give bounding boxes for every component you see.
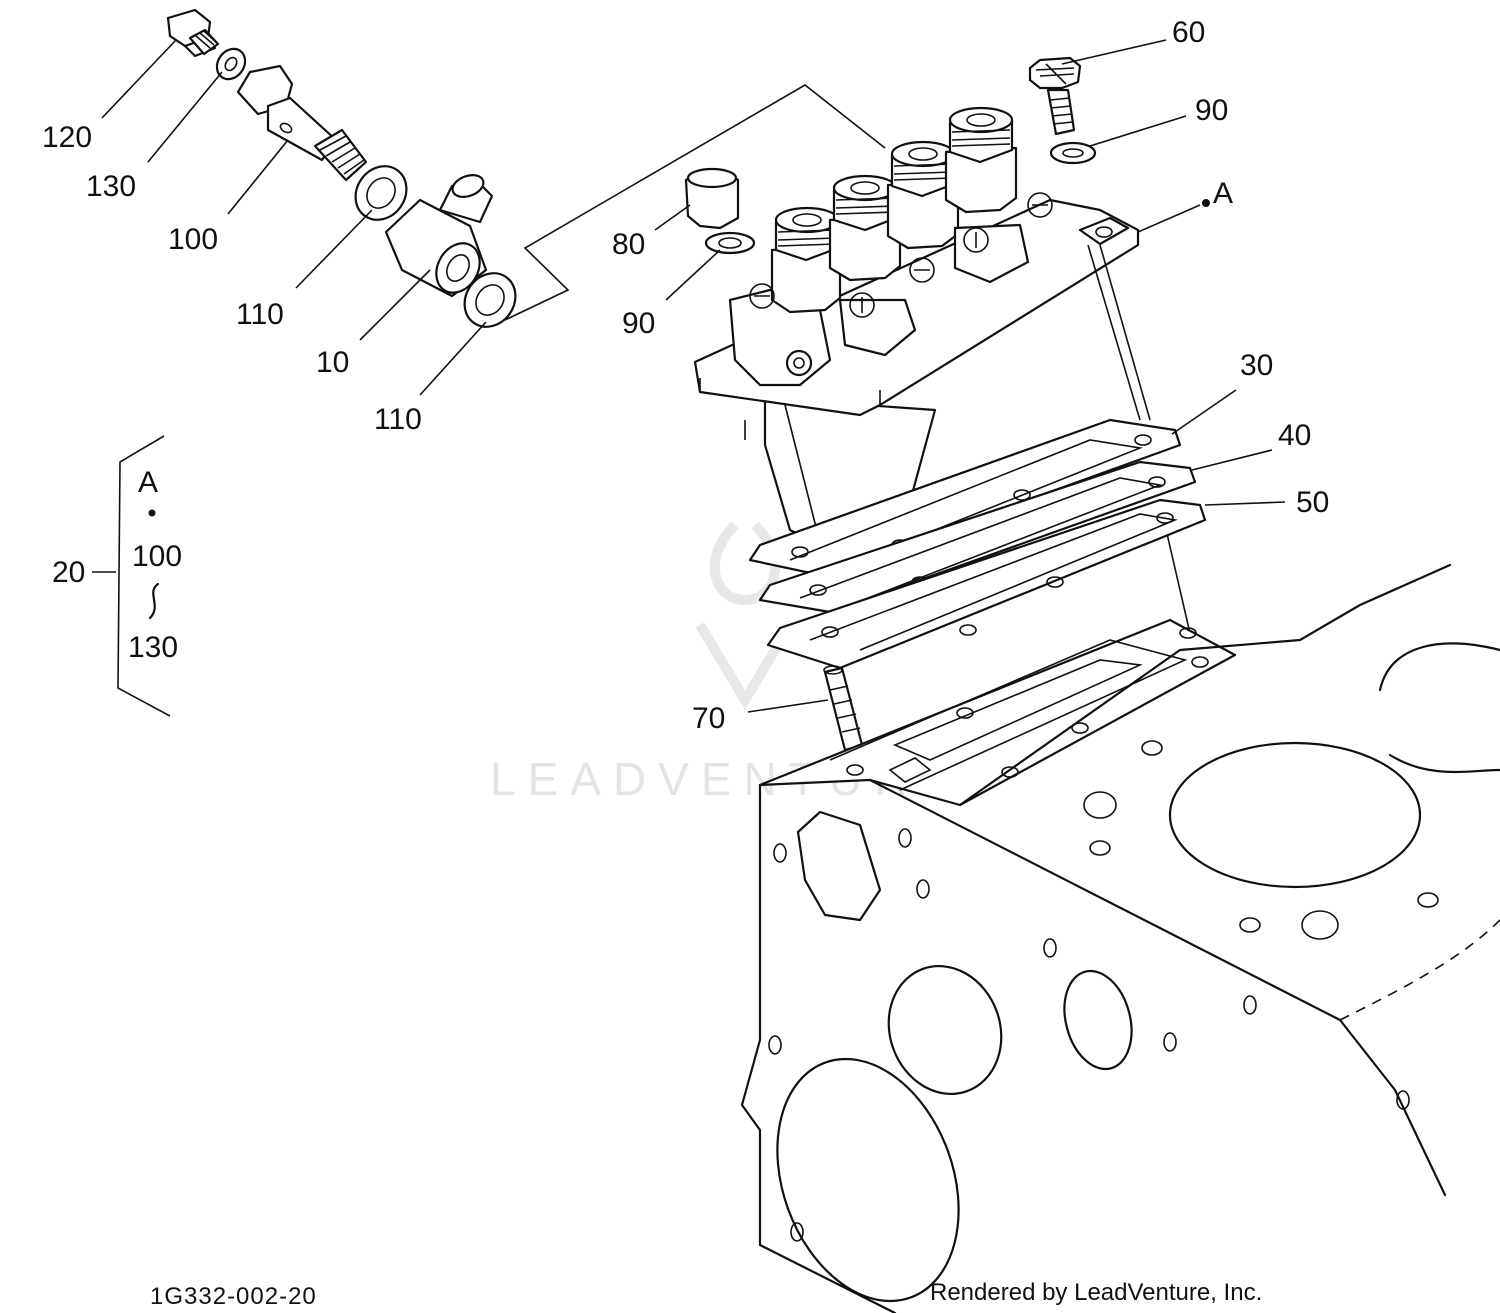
callout-120: 120 <box>42 121 92 154</box>
callout-a: A <box>1213 177 1233 210</box>
callout-90-right: 90 <box>1195 94 1228 127</box>
part-washer-110-upper <box>354 165 408 221</box>
part-shim-50 <box>766 498 1207 670</box>
part-washer-110-lower <box>463 272 517 328</box>
callout-110-lower: 110 <box>374 403 422 436</box>
callout-40: 40 <box>1278 419 1311 452</box>
part-bolt-120 <box>166 8 220 58</box>
callout-80: 80 <box>612 228 645 261</box>
assembly-range-tilde <box>148 582 160 620</box>
part-banjo-fitting-10 <box>384 174 494 298</box>
part-eye-bolt-100 <box>236 64 368 182</box>
callout-130: 130 <box>86 170 136 203</box>
callout-60: 60 <box>1172 16 1205 49</box>
assembly-label-20: 20 <box>52 556 85 589</box>
part-engine-block <box>740 563 1500 1313</box>
assembly-dot <box>148 509 156 517</box>
delivery-valve-holder-1 <box>770 206 842 314</box>
delivery-valve-holder-2 <box>828 174 902 282</box>
guide-line-right <box>1087 244 1151 421</box>
bracket-line-left <box>504 84 886 321</box>
part-screw-60 <box>1028 56 1082 136</box>
part-washer-130 <box>215 47 247 81</box>
rendered-by-credit: Rendered by LeadVenture, Inc. <box>930 1279 1262 1306</box>
assembly-range-end: 130 <box>128 631 178 664</box>
part-washer-90-right <box>1049 141 1097 165</box>
callout-50: 50 <box>1296 486 1329 519</box>
assembly-range-a: A <box>138 466 158 499</box>
callout-70: 70 <box>692 702 725 735</box>
assembly-range-start: 100 <box>132 540 182 573</box>
callout-10: 10 <box>316 346 349 379</box>
callout-90-left: 90 <box>622 307 655 340</box>
callout-30: 30 <box>1240 349 1273 382</box>
leader-lines <box>101 39 1286 713</box>
part-stud-70 <box>823 665 864 752</box>
assembly-bracket-20: 20 A 100 130 <box>52 435 182 717</box>
reference-dot-a <box>1202 199 1210 207</box>
callout-100: 100 <box>168 223 218 256</box>
callouts: 120 130 100 110 10 110 80 90 60 90 A 30 … <box>42 16 1329 735</box>
diagram-code: 1G332-002-20 <box>150 1283 317 1310</box>
delivery-valve-holder-4 <box>944 106 1018 214</box>
part-washer-90-left <box>704 231 756 255</box>
callout-110-upper: 110 <box>236 298 284 331</box>
part-cap-80 <box>684 167 740 230</box>
